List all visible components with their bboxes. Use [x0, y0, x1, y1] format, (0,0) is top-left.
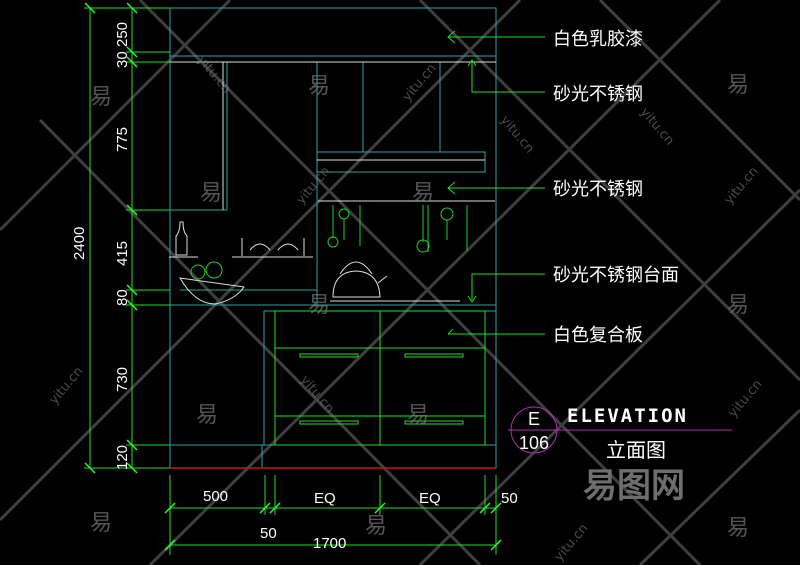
elevation-title-block: E 106 ELEVATION 立面图 [508, 405, 732, 462]
svg-text:易: 易 [727, 293, 749, 318]
dim-30: 30 [114, 51, 131, 68]
sheet-number: 106 [519, 433, 549, 453]
white-trims [170, 61, 496, 302]
dim-eq-2: EQ [419, 490, 441, 507]
view-letter: E [528, 409, 540, 429]
svg-text:yitu.cn: yitu.cn [552, 521, 592, 564]
kettle-icon [332, 261, 388, 298]
svg-text:yitu.cn: yitu.cn [497, 113, 537, 156]
label-sanded-stainless-2: 砂光不锈钢 [553, 179, 643, 200]
dim-120: 120 [114, 445, 131, 470]
svg-text:易: 易 [727, 73, 749, 98]
dim-775: 775 [114, 127, 131, 152]
svg-text:yitu.cn: yitu.cn [726, 377, 766, 420]
dim-415: 415 [114, 241, 131, 266]
dimension-lines [84, 7, 497, 555]
svg-text:易: 易 [90, 511, 112, 536]
label-white-composite-board: 白色复合板 [553, 325, 643, 346]
dimension-ticks [84, 2, 502, 551]
svg-text:yitu.cn: yitu.cn [400, 61, 440, 104]
svg-text:易: 易 [196, 403, 218, 428]
dim-50-right: 50 [501, 490, 518, 507]
svg-text:易: 易 [365, 514, 387, 539]
dim-250: 250 [114, 22, 131, 47]
dim-total-height: 2400 [71, 227, 88, 260]
svg-text:yitu.cn: yitu.cn [722, 164, 762, 207]
leader-lines [447, 30, 545, 335]
fruit-bowl-icon [179, 261, 245, 305]
svg-text:易: 易 [308, 74, 330, 99]
dim-500: 500 [203, 488, 228, 505]
dim-50-mid: 50 [260, 525, 277, 542]
svg-text:yitu.cn: yitu.cn [194, 53, 234, 96]
dim-80: 80 [114, 289, 131, 306]
label-white-latex-paint: 白色乳胶漆 [553, 29, 643, 50]
svg-text:yitu.cn: yitu.cn [297, 373, 337, 416]
dish-rack-icon [241, 238, 305, 256]
svg-text:易: 易 [308, 293, 330, 318]
dim-730: 730 [114, 367, 131, 392]
label-sanded-stainless-1: 砂光不锈钢 [553, 84, 643, 105]
hanging-utensils-icon [327, 205, 468, 253]
svg-text:yitu.cn: yitu.cn [637, 105, 677, 148]
svg-text:易: 易 [407, 403, 429, 428]
svg-text:易: 易 [200, 181, 222, 206]
svg-text:yitu.cn: yitu.cn [47, 364, 87, 407]
svg-text:易: 易 [90, 85, 112, 110]
bottle-icon [169, 221, 198, 258]
elevation-title-cn: 立面图 [606, 438, 666, 462]
dim-eq-1: EQ [314, 490, 336, 507]
lower-drawers [274, 310, 486, 446]
label-stainless-countertop: 砂光不锈钢台面 [553, 265, 679, 286]
svg-text:易: 易 [412, 181, 434, 206]
watermark-logo: 易图网 [583, 466, 685, 506]
dim-1700: 1700 [313, 535, 346, 552]
svg-text:易: 易 [727, 516, 749, 541]
watermark-glyphs: 易 易 易 易 易 易 易 易 易 易 易 易 [90, 73, 749, 541]
elevation-title: ELEVATION [567, 405, 688, 427]
